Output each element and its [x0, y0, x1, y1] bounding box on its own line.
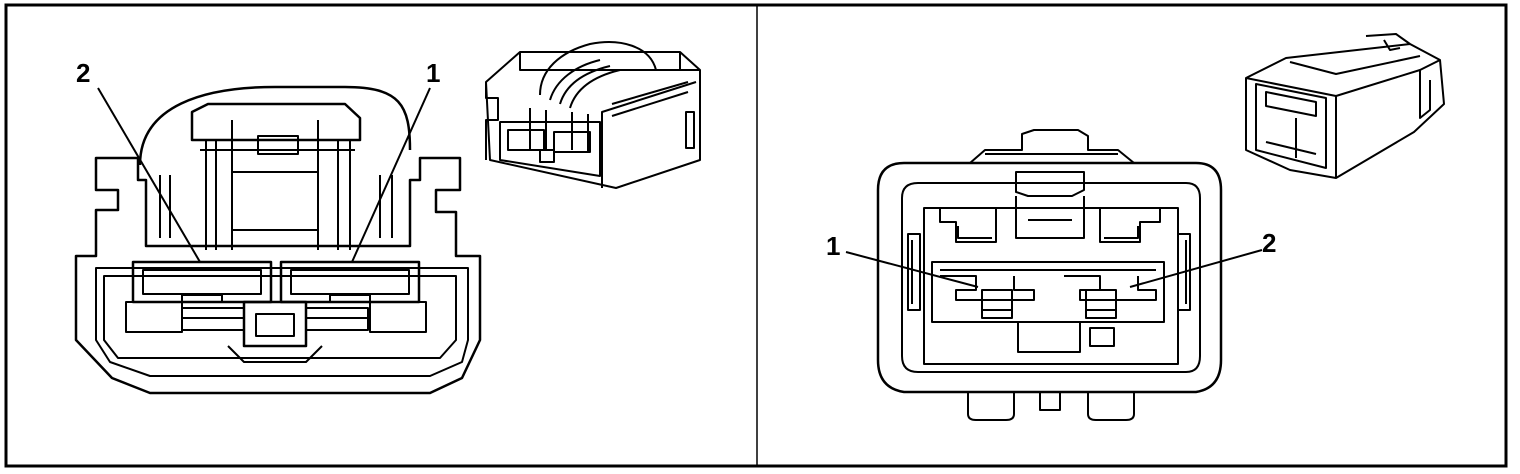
left-leader-2 — [97, 87, 201, 263]
right-leader-1 — [845, 251, 979, 288]
right-connector-housing — [876, 161, 1223, 394]
right-iso-connector — [1245, 33, 1445, 179]
right-cavity-2 — [1064, 275, 1157, 301]
right-terminal-area — [931, 261, 1165, 323]
left-latch-top — [190, 102, 362, 142]
right-panel — [845, 129, 1263, 421]
left-center-lock — [242, 300, 308, 348]
right-callout-2: 2 — [1262, 228, 1276, 258]
left-latch-window — [257, 135, 299, 155]
left-housing-inner — [95, 267, 469, 377]
right-housing-inner — [901, 182, 1201, 373]
right-foot-center — [1039, 392, 1061, 411]
left-connector-housing — [74, 156, 482, 395]
left-iso-connector — [485, 41, 701, 189]
right-leader-2 — [1129, 249, 1263, 288]
right-top-ridge — [969, 129, 1135, 164]
right-foot-left — [967, 392, 1015, 421]
right-cavity-1 — [940, 275, 1035, 301]
right-foot-right — [1087, 392, 1135, 421]
right-callout-1: 1 — [826, 231, 840, 261]
right-center-tab — [1017, 321, 1081, 353]
left-connector-hood — [138, 85, 412, 166]
left-panel — [74, 85, 482, 395]
left-leader-1 — [351, 87, 431, 263]
left-callout-1: 1 — [426, 58, 440, 88]
figure-frame — [4, 3, 1508, 468]
left-callout-2: 2 — [76, 58, 90, 88]
left-housing-rim — [103, 275, 457, 359]
